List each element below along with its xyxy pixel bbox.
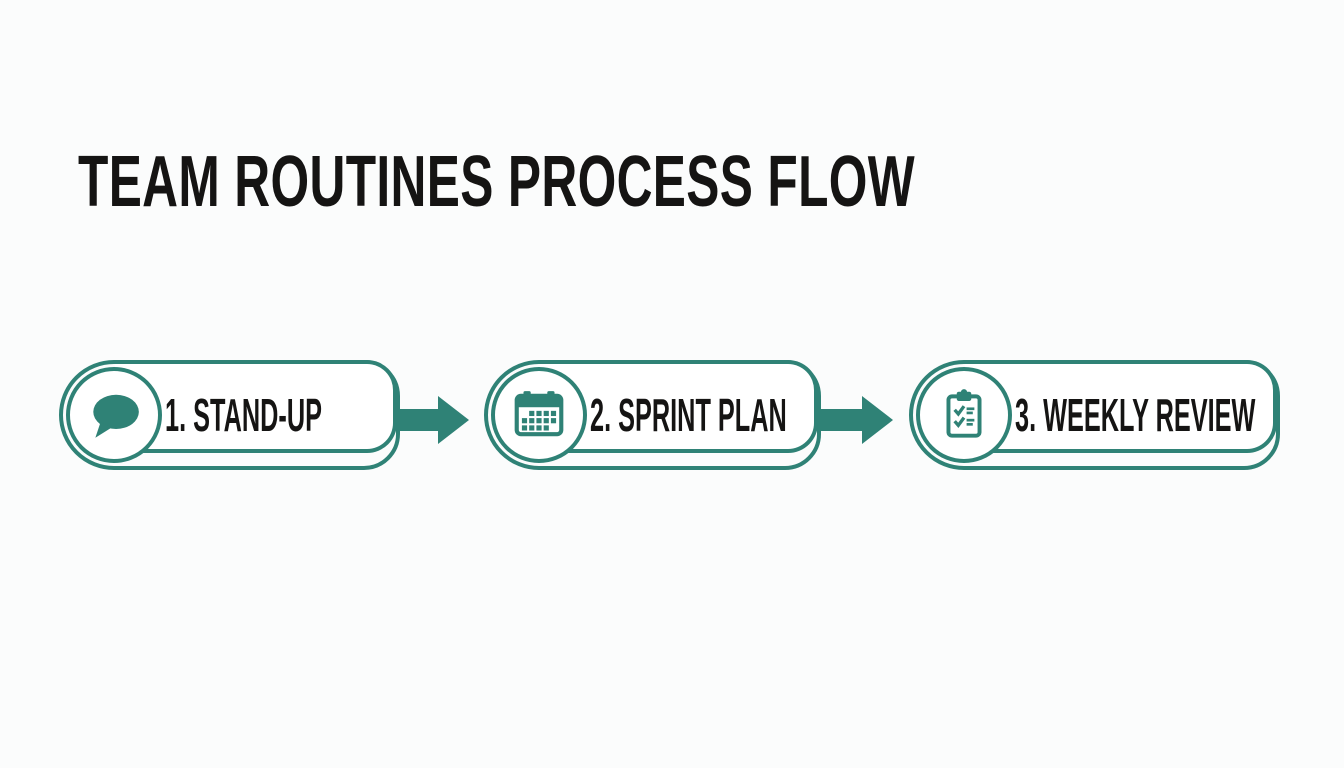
arrow-right-icon [821,396,893,444]
step-icon-badge [66,367,162,463]
step-pill [965,360,1277,453]
page-title: TEAM ROUTINES PROCESS FLOW [78,142,915,222]
clipboard-checklist-icon [946,389,982,438]
step-stand-up: 1. STAND-UP [59,360,400,470]
speech-bubble-icon [93,394,139,438]
calendar-icon [514,391,564,437]
step-icon-badge [916,367,1012,463]
arrow-right-icon [397,396,469,444]
step-pill [115,360,397,453]
step-label: 2. SPRINT PLAN [590,389,787,441]
step-label: 1. STAND-UP [165,389,322,441]
step-icon-badge [491,367,587,463]
step-sprint-plan: 2. SPRINT PLAN [484,360,821,470]
step-label: 3. WEEKLY REVIEW [1015,389,1256,441]
step-weekly-review: 3. WEEKLY REVIEW [909,360,1280,470]
